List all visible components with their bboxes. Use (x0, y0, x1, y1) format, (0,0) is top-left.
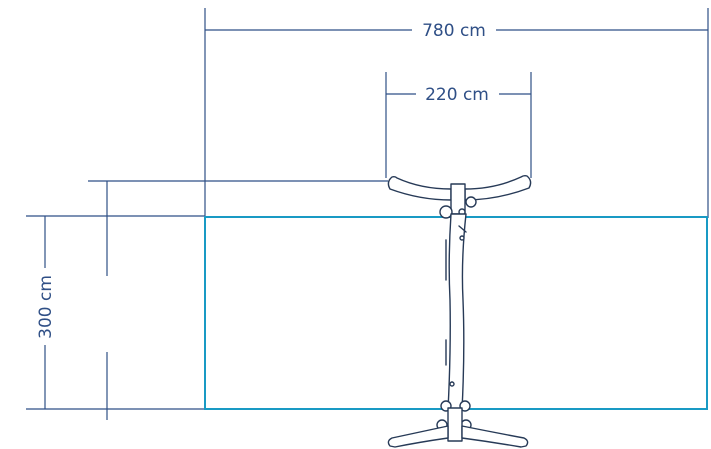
top-joint-left (439, 205, 453, 219)
beam-bolt-upper (459, 235, 465, 241)
top-arm-left (387, 175, 452, 201)
beam-brace (458, 225, 467, 233)
inner-width-label: 220 cm (425, 85, 489, 105)
top-joint-right (465, 196, 477, 208)
bottom-post (447, 407, 463, 442)
central-beam (447, 213, 467, 411)
frame-structure (387, 174, 532, 448)
bottom-arm-left (387, 425, 449, 448)
top-arm-right (464, 174, 532, 201)
beam-bolt-lower (449, 381, 455, 387)
height-label: 300 cm (36, 275, 56, 339)
overall-width-label: 780 cm (422, 21, 486, 41)
bottom-arm-right (461, 425, 529, 448)
dimension-lines (26, 8, 709, 420)
